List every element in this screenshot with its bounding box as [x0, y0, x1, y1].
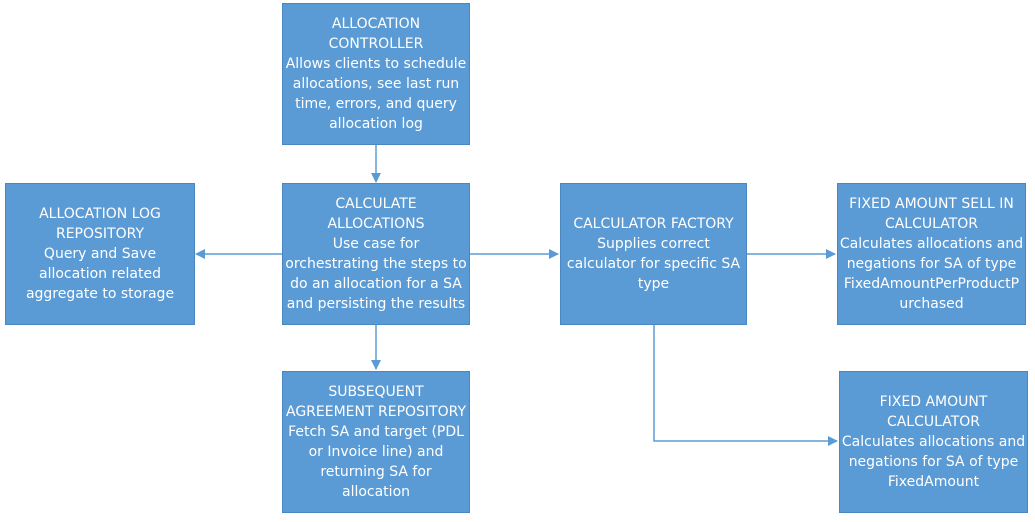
- arrow-factory-to-fixed: [653, 325, 838, 446]
- box-description-line: and persisting the results: [286, 296, 466, 312]
- fixed-amount-sell-in-calculator-box: FIXED AMOUNT SELL IN CALCULATOR Calculat…: [837, 183, 1026, 325]
- box-description-line: orchestrating the steps to: [285, 256, 467, 272]
- fixed-amount-calculator-box: FIXED AMOUNT CALCULATOR Calculates alloc…: [839, 371, 1028, 513]
- box-title-line: CONTROLLER: [328, 36, 424, 52]
- box-description-line: Use case for: [332, 236, 420, 252]
- allocation-controller-box: ALLOCATION CONTROLLER Allows clients to …: [282, 3, 470, 145]
- subsequent-agreement-repository-box: SUBSEQUENT AGREEMENT REPOSITORY Fetch SA…: [282, 371, 470, 513]
- box-title-line: REPOSITORY: [55, 226, 144, 242]
- box-description-line: Calculates allocations and: [841, 434, 1026, 450]
- box-description-line: negations for SA of type: [848, 454, 1019, 470]
- allocation-log-repository-box: ALLOCATION LOG REPOSITORY Query and Save…: [5, 183, 195, 325]
- box-title-line: ALLOCATIONS: [327, 216, 425, 232]
- box-title-line: CALCULATE: [335, 196, 417, 212]
- box-description-line: allocation related: [39, 266, 161, 282]
- box-description-line: negations for SA of type: [846, 256, 1017, 272]
- box-description-line: type: [637, 276, 670, 292]
- box-title-line: CALCULATOR: [886, 414, 981, 430]
- box-description-line: returning SA for: [320, 464, 432, 480]
- box-title-line: FIXED AMOUNT SELL IN: [849, 196, 1014, 212]
- box-title-line: FIXED AMOUNT: [879, 394, 988, 410]
- box-description-line: Supplies correct: [597, 236, 710, 252]
- box-description-line: FixedAmountPerProductP: [843, 276, 1020, 292]
- box-title-line: ALLOCATION: [331, 16, 421, 32]
- box-description-line: aggregate to storage: [25, 286, 175, 302]
- box-description-line: FixedAmount: [887, 474, 980, 490]
- box-description-line: or Invoice line) and: [308, 444, 444, 460]
- box-title-line: ALLOCATION LOG: [39, 206, 161, 222]
- box-description-line: do an allocation for a SA: [290, 276, 462, 292]
- box-description-line: Fetch SA and target (PDL: [288, 424, 464, 440]
- box-title-line: SUBSEQUENT: [328, 384, 424, 400]
- box-description-line: time, errors, and query: [295, 96, 457, 112]
- calculate-allocations-box: CALCULATE ALLOCATIONS Use case for orche…: [282, 183, 470, 325]
- box-description-line: allocations, see last run: [292, 76, 460, 92]
- box-description-line: Calculates allocations and: [839, 236, 1024, 252]
- box-title-line: CALCULATOR FACTORY: [573, 216, 734, 232]
- calculator-factory-box: CALCULATOR FACTORY Supplies correct calc…: [560, 183, 747, 325]
- box-description-line: urchased: [899, 296, 964, 312]
- box-description-line: allocation log: [329, 116, 423, 132]
- box-description-line: Allows clients to schedule: [285, 56, 467, 72]
- box-description-line: allocation: [341, 484, 411, 500]
- box-title-line: AGREEMENT REPOSITORY: [286, 404, 467, 420]
- box-title-line: CALCULATOR: [884, 216, 979, 232]
- box-description-line: Query and Save: [43, 246, 157, 262]
- box-description-line: calculator for specific SA: [566, 256, 741, 272]
